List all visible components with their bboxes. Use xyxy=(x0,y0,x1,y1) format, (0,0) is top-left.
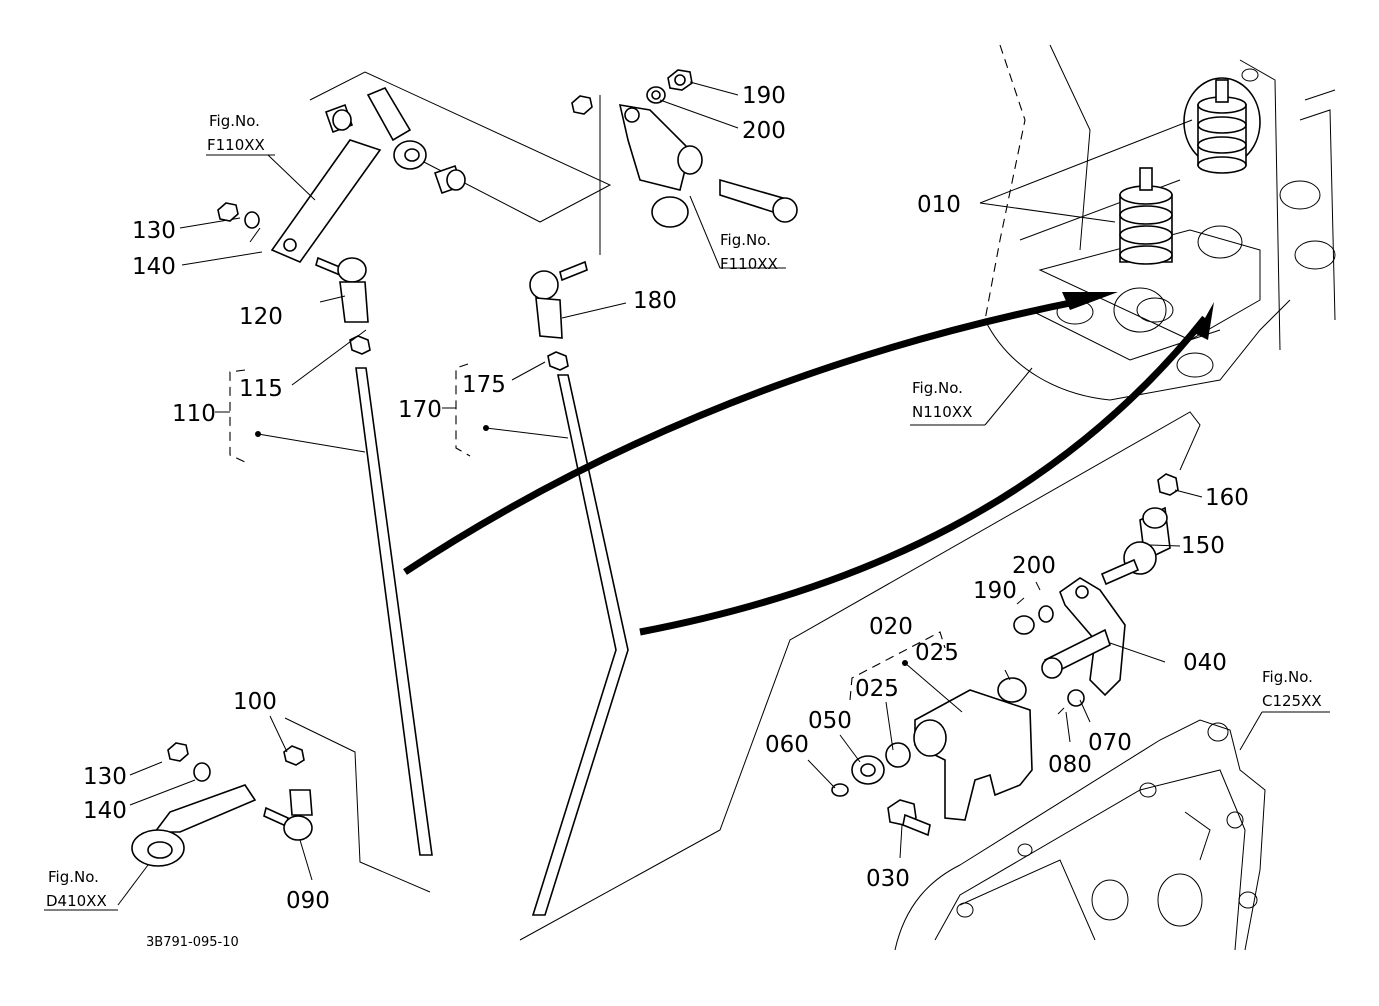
fig-ref-d410: D410XX xyxy=(46,892,107,910)
rod-110 xyxy=(179,202,433,856)
label-025-a: 025 xyxy=(915,640,959,666)
fig-ref-prefix-n110: Fig.No. xyxy=(912,379,963,397)
fig-ref-prefix-c125: Fig.No. xyxy=(1262,668,1313,686)
label-200-a: 200 xyxy=(742,118,786,144)
label-170: 170 xyxy=(398,397,442,423)
label-140-a: 140 xyxy=(132,254,176,280)
label-100: 100 xyxy=(233,689,277,715)
label-020: 020 xyxy=(869,614,913,640)
label-090: 090 xyxy=(286,888,330,914)
upper-left-lever xyxy=(270,71,612,263)
label-130-b: 130 xyxy=(83,764,127,790)
fig-ref-prefix-f110-left: Fig.No. xyxy=(209,112,260,130)
label-060: 060 xyxy=(765,732,809,758)
lower-left-lever xyxy=(117,715,431,906)
label-190-a: 190 xyxy=(742,83,786,109)
fig-ref-n110: N110XX xyxy=(912,403,972,421)
fig-ref-prefix-f110-right: Fig.No. xyxy=(720,231,771,249)
label-175: 175 xyxy=(462,372,506,398)
label-050: 050 xyxy=(808,708,852,734)
label-190-b: 190 xyxy=(973,578,1017,604)
label-180: 180 xyxy=(633,288,677,314)
fig-ref-f110-left: F110XX xyxy=(207,136,265,154)
upper-right-housing xyxy=(910,44,1336,426)
label-080: 080 xyxy=(1048,752,1092,778)
drawing-code: 3B791-095-10 xyxy=(146,935,239,950)
label-140-b: 140 xyxy=(83,798,127,824)
label-030: 030 xyxy=(866,866,910,892)
label-160: 160 xyxy=(1205,485,1249,511)
fig-ref-prefix-d410: Fig.No. xyxy=(48,868,99,886)
label-130-a: 130 xyxy=(132,218,176,244)
label-025-b: 025 xyxy=(855,676,899,702)
upper-center-bracket xyxy=(571,69,798,269)
fig-ref-f110-right: F110XX xyxy=(720,255,778,273)
lower-right-assembly xyxy=(519,411,1330,951)
part-labels: 010 020 025 025 030 040 050 060 070 080 … xyxy=(83,83,1249,914)
label-040: 040 xyxy=(1183,650,1227,676)
connection-arrows xyxy=(403,292,1214,636)
label-200-b: 200 xyxy=(1012,553,1056,579)
label-110: 110 xyxy=(172,401,216,427)
label-070: 070 xyxy=(1088,730,1132,756)
label-150: 150 xyxy=(1181,533,1225,559)
label-120: 120 xyxy=(239,304,283,330)
label-115: 115 xyxy=(239,376,283,402)
label-010: 010 xyxy=(917,192,961,218)
rod-170 xyxy=(442,260,629,916)
fig-ref-c125: C125XX xyxy=(1262,692,1322,710)
figure-references: Fig.No. F110XX Fig.No. F110XX Fig.No. N1… xyxy=(44,112,1322,911)
